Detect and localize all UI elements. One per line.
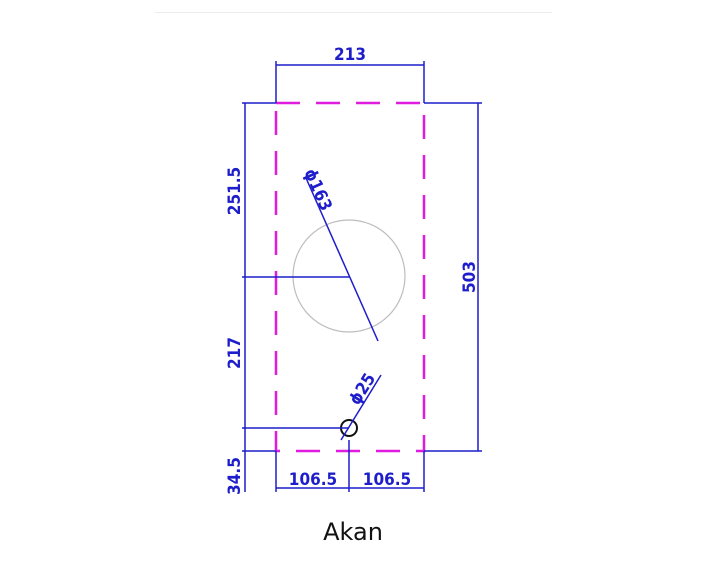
left-half-label: 106.5 bbox=[289, 470, 337, 490]
large-hole-circle bbox=[292, 219, 406, 333]
large-hole-diameter-label: ϕ163 bbox=[299, 166, 335, 214]
total-height-label: 503 bbox=[460, 261, 480, 293]
small-hole-diameter-label: ϕ25 bbox=[345, 370, 380, 409]
right-half-label: 106.5 bbox=[363, 470, 411, 490]
product-caption: Akan bbox=[323, 518, 383, 546]
upper-height-label: 251.5 bbox=[225, 167, 245, 215]
middle-height-label: 217 bbox=[225, 337, 245, 369]
small-hole-leader bbox=[340, 374, 382, 441]
top-divider bbox=[155, 12, 552, 13]
bottom-height-label: 34.5 bbox=[225, 457, 245, 495]
large-hole-leader bbox=[305, 177, 379, 342]
width-label: 213 bbox=[334, 45, 366, 65]
